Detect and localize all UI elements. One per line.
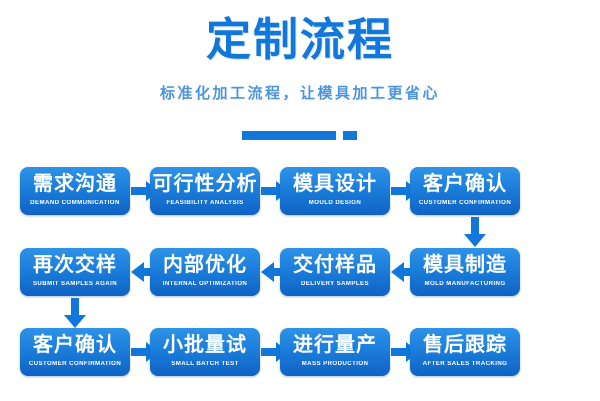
process-node-customer-confirmation-2[interactable]: 客户确认 CUSTOMER CONFIRMATION [20, 328, 130, 376]
process-node-submit-samples-again[interactable]: 再次交样 SUBMIT SAMPLES AGAIN [20, 248, 130, 296]
process-row-2: 再次交样 SUBMIT SAMPLES AGAIN 内部优化 INTERNAL … [0, 248, 600, 328]
node-title-en: MOULD DESIGN [308, 200, 362, 206]
node-title-en: SUBMIT SAMPLES AGAIN [32, 281, 118, 287]
divider-square [343, 131, 357, 140]
arrow-left-icon [131, 262, 159, 282]
divider-bar [242, 131, 336, 140]
process-row-3: 客户确认 CUSTOMER CONFIRMATION 小批量试 SMALL BA… [0, 328, 600, 376]
node-title-en: CUSTOMER CONFIRMATION [28, 361, 122, 367]
arrow-down-icon [64, 298, 86, 328]
process-node-mold-manufacturing[interactable]: 模具制造 MOLD MANUFACTURING [410, 248, 520, 296]
node-title-en: SMALL BATCH TEST [171, 361, 239, 367]
process-node-demand-communication[interactable]: 需求沟通 DEMAND COMMUNICATION [20, 167, 130, 215]
node-title-en: AFTER SALES TRACKING [422, 361, 508, 367]
process-node-mould-design[interactable]: 模具设计 MOULD DESIGN [280, 167, 390, 215]
arrow-left-icon [261, 262, 289, 282]
node-title-cn: 模具设计 [293, 173, 377, 195]
node-title-en: DEMAND COMMUNICATION [30, 200, 120, 206]
page-subtitle: 标准化加工流程，让模具加工更省心 [159, 85, 440, 102]
node-title-en: MOLD MANUFACTURING [424, 281, 506, 287]
node-title-en: CUSTOMER CONFIRMATION [418, 200, 512, 206]
arrow-left-icon [391, 262, 419, 282]
process-node-after-sales-tracking[interactable]: 售后跟踪 AFTER SALES TRACKING [410, 328, 520, 376]
header: 定制流程 标准化加工流程，让模具加工更省心 [0, 0, 600, 150]
node-title-cn: 客户确认 [33, 334, 117, 356]
node-title-en: INTERNAL OPTIMIZATION [162, 281, 248, 287]
process-row-1: 需求沟通 DEMAND COMMUNICATION 可行性分析 FEASIBIL… [0, 167, 600, 247]
node-title-cn: 可行性分析 [152, 173, 258, 195]
node-title-cn: 进行量产 [293, 334, 377, 356]
page-title: 定制流程 [205, 14, 394, 65]
node-title-en: FEASIBILITY ANALYSIS [166, 200, 244, 206]
node-title-cn: 小批量试 [163, 334, 247, 356]
process-node-mass-production[interactable]: 进行量产 MASS PRODUCTION [280, 328, 390, 376]
node-title-cn: 交付样品 [293, 254, 377, 276]
node-title-cn: 再次交样 [33, 254, 117, 276]
node-title-cn: 售后跟踪 [423, 334, 507, 356]
process-node-internal-optimization[interactable]: 内部优化 INTERNAL OPTIMIZATION [150, 248, 260, 296]
node-title-cn: 客户确认 [423, 173, 507, 195]
process-node-small-batch-test[interactable]: 小批量试 SMALL BATCH TEST [150, 328, 260, 376]
node-title-cn: 内部优化 [163, 254, 247, 276]
node-title-en: MASS PRODUCTION [301, 361, 369, 367]
node-title-en: DELIVERY SAMPLES [300, 281, 370, 287]
arrow-down-icon [464, 217, 486, 247]
process-node-feasibility-analysis[interactable]: 可行性分析 FEASIBILITY ANALYSIS [150, 167, 260, 215]
process-flow: 需求沟通 DEMAND COMMUNICATION 可行性分析 FEASIBIL… [0, 155, 600, 401]
process-node-delivery-samples[interactable]: 交付样品 DELIVERY SAMPLES [280, 248, 390, 296]
node-title-cn: 需求沟通 [33, 173, 117, 195]
process-node-customer-confirmation-1[interactable]: 客户确认 CUSTOMER CONFIRMATION [410, 167, 520, 215]
node-title-cn: 模具制造 [423, 254, 507, 276]
